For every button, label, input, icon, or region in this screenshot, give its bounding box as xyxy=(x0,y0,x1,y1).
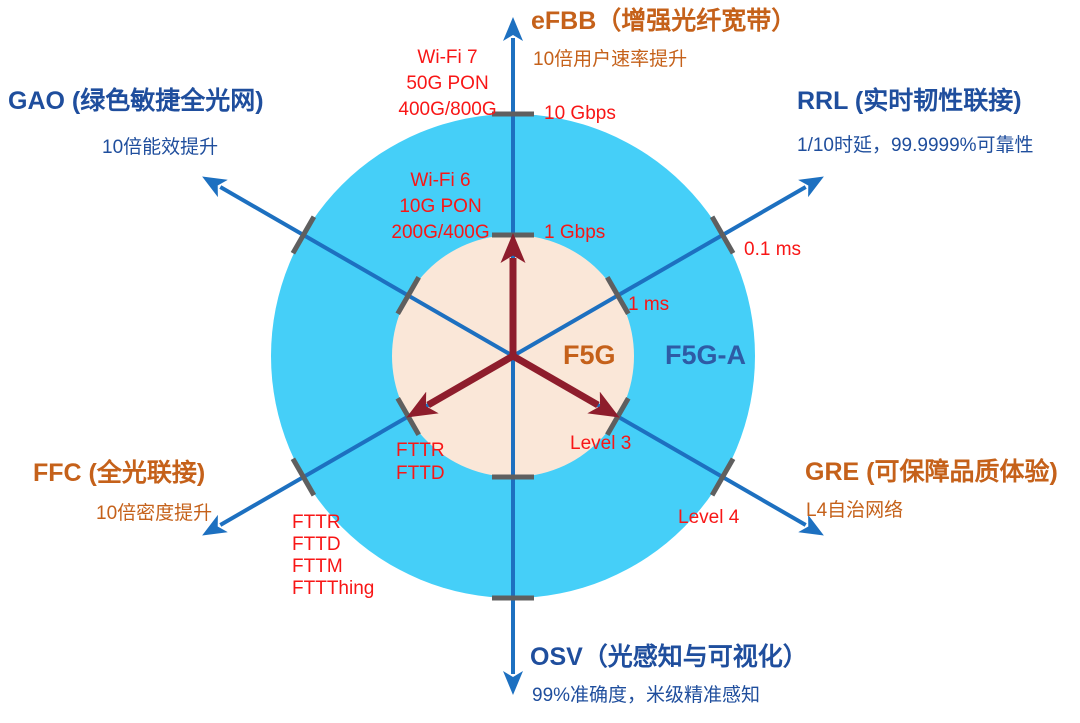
autonomy-outer-tick-label: Level 4 xyxy=(678,507,740,528)
tick-latency-outer xyxy=(709,215,736,255)
gre-title: GRE (可保障品质体验) xyxy=(805,458,1058,486)
evolution-arrow-lower-left xyxy=(406,352,515,418)
f5ga-ring-label: F5G-A xyxy=(665,340,746,370)
f5g-ring-label: F5G xyxy=(563,340,616,370)
autonomy-inner-tick-label: Level 3 xyxy=(570,433,632,454)
f5ga-fiber-technologies: FTTR FTTD FTTM FTTThing xyxy=(292,512,375,599)
efbb-subtitle: 10倍用户速率提升 xyxy=(533,49,688,70)
efbb-title: eFBB（增强光纤宽带） xyxy=(531,7,797,35)
tick-latency-inner xyxy=(605,276,631,315)
f5ga-broadband-technologies: Wi-Fi 7 50G PON 400G/800G xyxy=(398,47,497,120)
outer-ring-ticks xyxy=(290,111,736,601)
tick-autonomy-outer xyxy=(709,457,736,497)
osv-title: OSV（光感知与可视化） xyxy=(530,643,808,671)
speed-outer-tick-label: 10 Gbps xyxy=(544,103,616,124)
evolution-arrow-lower-right xyxy=(511,352,620,418)
f5g-broadband-technologies: Wi-Fi 6 10G PON 200G/400G xyxy=(391,170,490,243)
gre-subtitle: L4自治网络 xyxy=(806,500,904,521)
osv-subtitle: 99%准确度，米级精准感知 xyxy=(532,685,761,706)
gao-subtitle: 10倍能效提升 xyxy=(102,137,219,158)
tick-upperleft-outer xyxy=(290,215,317,255)
rrl-subtitle: 1/10时延，99.9999%可靠性 xyxy=(797,135,1034,156)
gao-title: GAO (绿色敏捷全光网) xyxy=(8,87,264,115)
ffc-title: FFC (全光联接) xyxy=(33,459,206,487)
tick-fiber-outer xyxy=(290,457,317,497)
f5g-fiber-technologies: FTTR FTTD xyxy=(396,440,445,484)
evolution-arrows xyxy=(406,233,620,418)
axis-arrow-upper-right xyxy=(511,176,824,358)
tick-upperleft-inner xyxy=(395,276,421,315)
ffc-subtitle: 10倍密度提升 xyxy=(96,503,213,524)
axis-arrow-upper-left xyxy=(202,176,515,358)
speed-inner-tick-label: 1 Gbps xyxy=(544,222,606,243)
latency-inner-tick-label: 1 ms xyxy=(628,294,670,315)
rrl-title: RRL (实时韧性联接) xyxy=(797,87,1022,115)
latency-outer-tick-label: 0.1 ms xyxy=(744,239,802,260)
